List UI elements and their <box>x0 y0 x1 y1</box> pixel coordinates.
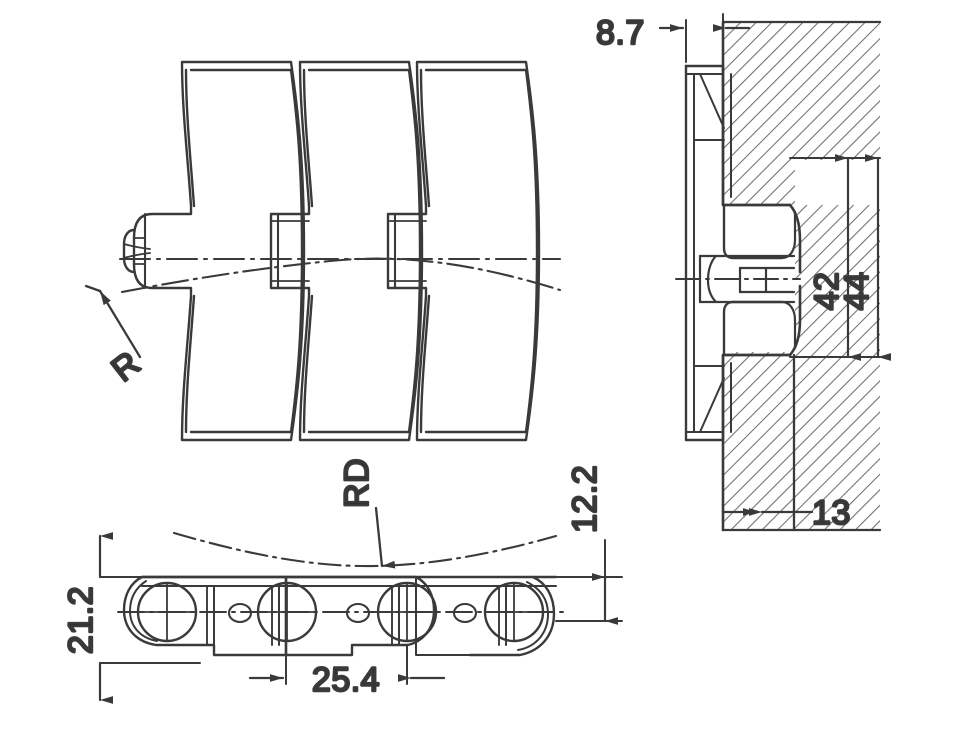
dimension-13: 13 <box>721 493 852 533</box>
dimension-12-2-label: 12.2 <box>566 465 604 533</box>
plan-view-group <box>118 60 562 442</box>
callout-r-label: R <box>105 344 148 389</box>
dimension-8-7: 8.7 <box>595 13 751 63</box>
dimension-42-label: 42 <box>808 272 846 311</box>
side-view-group <box>117 531 567 657</box>
side-link-b <box>227 575 436 657</box>
dimension-25-4: 25.4 <box>248 644 446 700</box>
dimension-44: 44 <box>837 154 891 361</box>
callout-r-group: R <box>84 284 149 391</box>
callout-rd-leader <box>374 506 396 569</box>
side-link-c <box>345 575 556 657</box>
dimension-21-2: 21.2 <box>61 532 201 704</box>
side-pitch-arc <box>172 531 558 568</box>
callout-r-tick <box>84 284 102 293</box>
dimension-8-7-label: 8.7 <box>596 14 645 52</box>
plan-link-3 <box>386 60 541 442</box>
plan-centerline-angled <box>120 257 562 294</box>
callout-rd-group: RD <box>337 457 396 569</box>
callout-r-leader <box>98 289 142 359</box>
side-link-a <box>122 575 288 657</box>
plan-link-2 <box>269 60 424 442</box>
dimension-13-label: 13 <box>812 494 851 532</box>
dimension-21-2-label: 21.2 <box>62 586 100 654</box>
dimension-12-2: 12.2 <box>555 464 623 625</box>
section-plate-profile <box>675 64 801 442</box>
dimension-25-4-label: 25.4 <box>312 661 380 699</box>
callout-rd-label: RD <box>338 458 376 508</box>
dimension-44-label: 44 <box>838 272 876 311</box>
plan-link-1 <box>122 60 306 442</box>
dimension-42: 42 <box>789 154 881 361</box>
